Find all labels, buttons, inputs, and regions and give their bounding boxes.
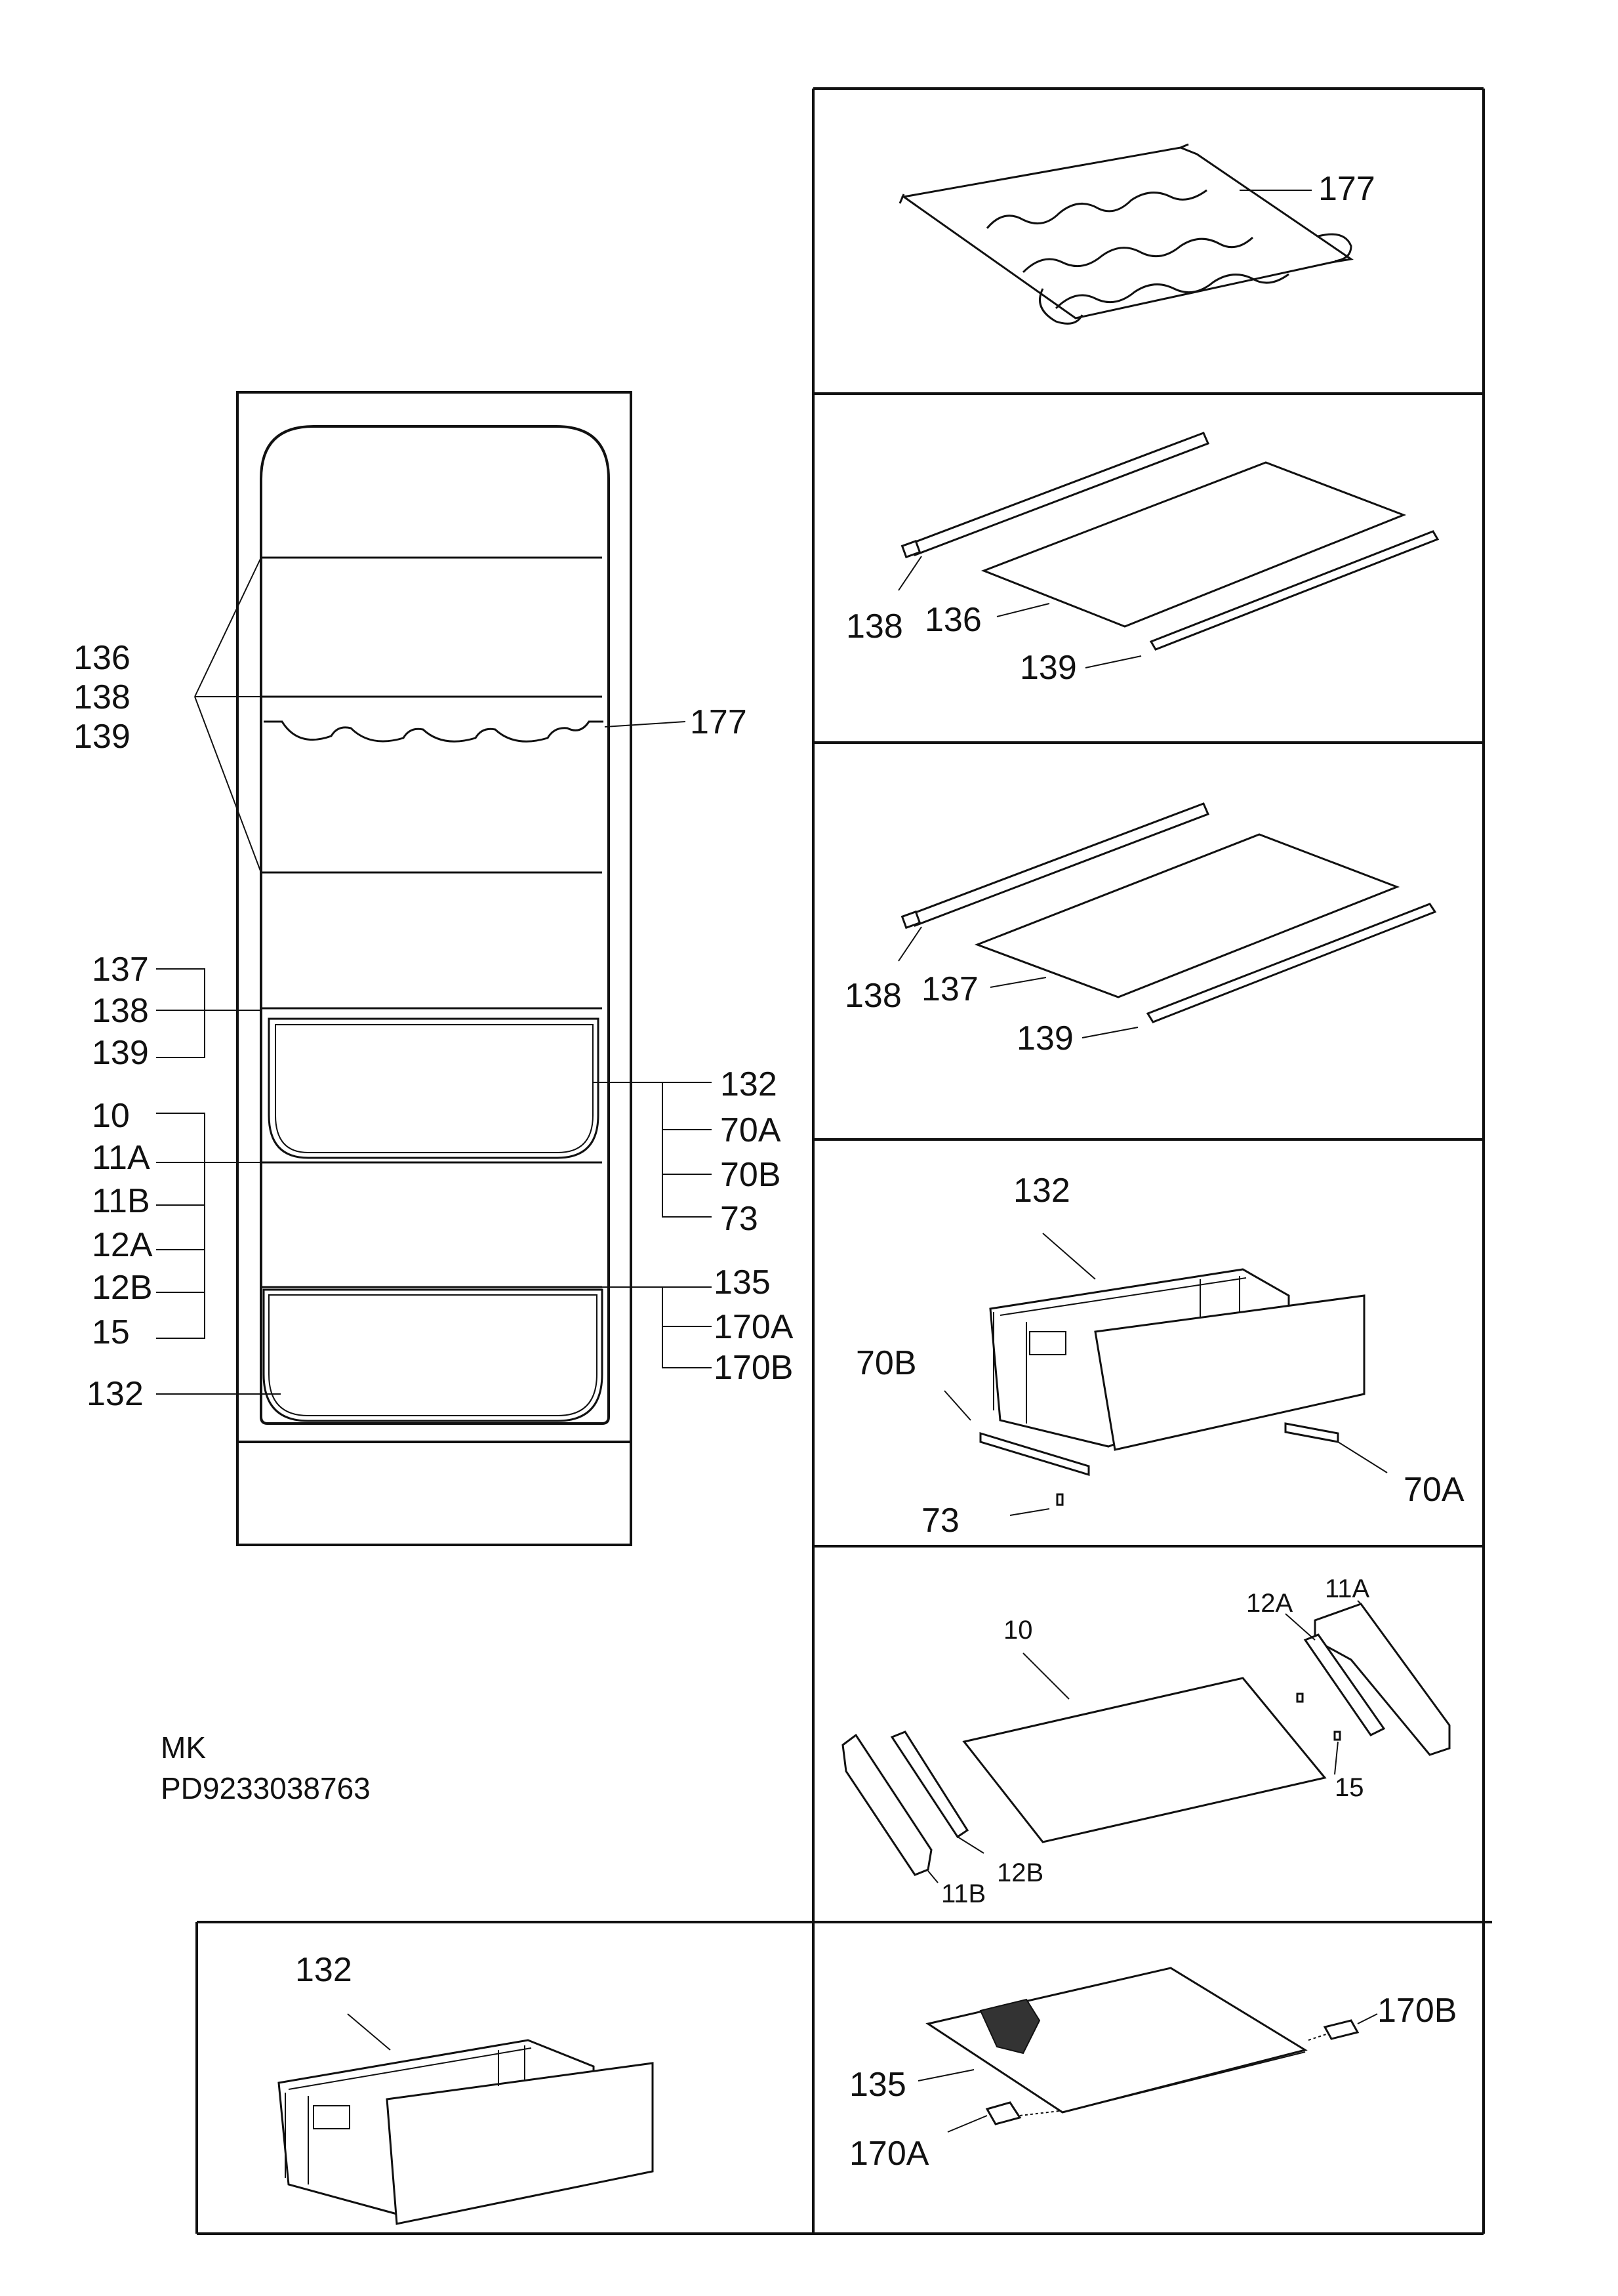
shelf-a-label-136: 136	[925, 601, 982, 639]
crisper-label-70a: 70A	[1404, 1471, 1465, 1509]
wine-rack-outline	[264, 720, 603, 743]
bottom-shelf-label-170b: 170B	[1377, 1992, 1457, 2030]
cover-label-11a: 11A	[1325, 1574, 1370, 1603]
bottom-shelf-label-170a: 170A	[849, 2135, 929, 2173]
label-138b: 138	[92, 992, 149, 1030]
panel-glass-shelf-b: 138 137 139	[845, 802, 1437, 1057]
label-73: 73	[720, 1200, 758, 1238]
lower-drawer-outline	[262, 1288, 603, 1422]
cover-label-12b: 12B	[997, 1858, 1043, 1887]
cabinet-overview: 136 138 139 137 138 139 10 11A 11B 12A 1…	[73, 391, 794, 1546]
panel-glass-shelf-a: 138 136 139	[846, 432, 1440, 687]
label-170a: 170A	[714, 1308, 794, 1346]
label-10: 10	[92, 1097, 130, 1135]
panel-bottom-drawer: 132	[277, 1951, 654, 2225]
cover-label-10: 10	[1003, 1616, 1033, 1645]
label-132-left: 132	[87, 1375, 144, 1413]
panel-drawer-cover: 10 12A 11A 15 12B 11B	[841, 1574, 1451, 1908]
label-136: 136	[73, 639, 131, 677]
crisper-label-73: 73	[921, 1502, 960, 1540]
crisper-label-132: 132	[1013, 1172, 1070, 1210]
shelf-b-label-139: 139	[1017, 1019, 1074, 1057]
shelf-a-label-139: 139	[1020, 649, 1077, 687]
label-15: 15	[92, 1313, 130, 1351]
cover-label-15: 15	[1335, 1773, 1364, 1802]
panel-grid	[195, 87, 1492, 2235]
panel-bottom-shelf: 170B 135 170A	[849, 1967, 1457, 2173]
cover-label-12a: 12A	[1246, 1589, 1293, 1618]
label-11b: 11B	[92, 1182, 150, 1220]
label-70a: 70A	[720, 1111, 781, 1149]
label-139: 139	[73, 718, 131, 756]
model-line-1: MK	[161, 1731, 206, 1765]
model-line-2: PD9233038763	[161, 1771, 371, 1805]
panel-wine-rack: 177	[899, 143, 1375, 325]
crisper-label-70b: 70B	[856, 1344, 917, 1382]
label-12b: 12B	[92, 1269, 153, 1307]
wine-rack-label: 177	[1318, 170, 1375, 208]
bottom-shelf-label-135: 135	[849, 2066, 906, 2104]
label-170b: 170B	[714, 1349, 793, 1387]
label-12a: 12A	[92, 1226, 153, 1264]
label-132-right: 132	[720, 1065, 777, 1103]
label-137: 137	[92, 951, 149, 989]
label-138: 138	[73, 678, 131, 716]
shelf-b-label-137: 137	[921, 970, 979, 1008]
label-70b: 70B	[720, 1156, 781, 1194]
label-177: 177	[690, 703, 747, 741]
label-139b: 139	[92, 1034, 149, 1072]
bottom-drawer-label: 132	[295, 1951, 352, 1989]
panel-crisper: 132 70B 73 70A	[856, 1172, 1465, 1540]
shelf-b-label-138: 138	[845, 977, 902, 1015]
label-135: 135	[714, 1263, 771, 1302]
cover-label-11b: 11B	[941, 1879, 986, 1908]
label-11a: 11A	[92, 1139, 150, 1177]
shelf-a-label-138: 138	[846, 607, 903, 646]
upper-drawer-outline	[268, 1017, 599, 1159]
